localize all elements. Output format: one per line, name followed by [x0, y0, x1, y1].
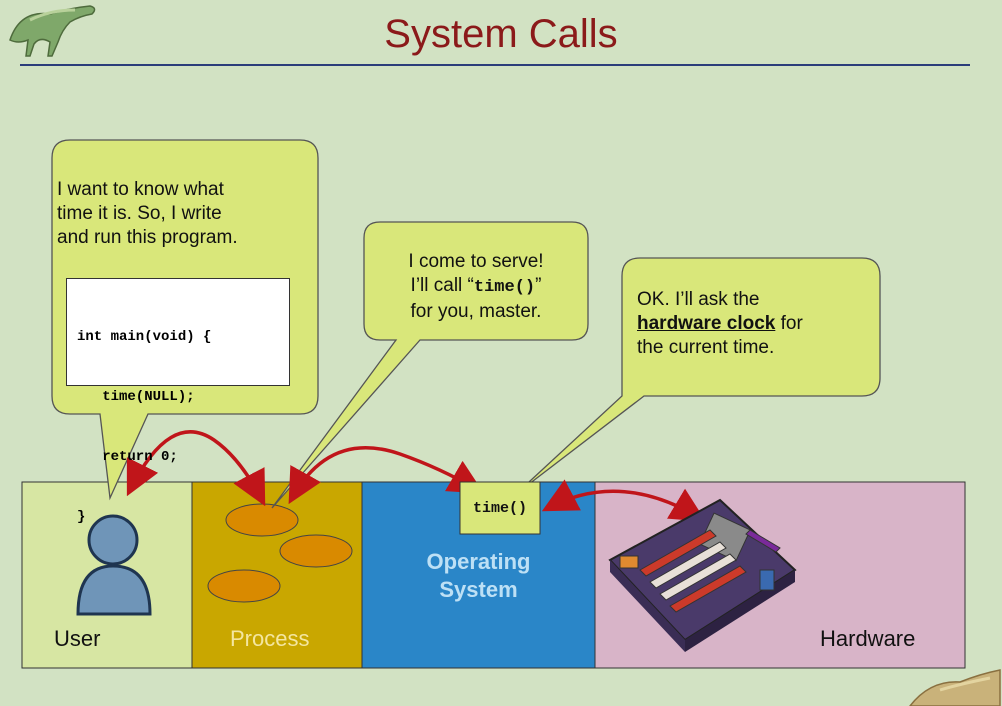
os-bubble-text: OK. I’ll ask the hardware clock for the …: [637, 288, 873, 360]
hardware-clock-emphasis: hardware clock: [637, 313, 776, 334]
process-bubble-text-prefix: I’ll call “: [410, 275, 474, 296]
dinosaur-icon: [9, 5, 96, 57]
arrow-process-os: [288, 446, 485, 505]
hardware-band-label: Hardware: [820, 626, 916, 651]
code-snippet: int main(void) { time(NULL); return 0; }: [66, 278, 290, 525]
os-bubble-line: the current time.: [637, 337, 775, 358]
process-ellipse: [207, 569, 281, 603]
process-bubble-text-suffix: ”: [535, 275, 542, 296]
motherboard-icon: [608, 498, 797, 652]
code-line: return 0;: [77, 449, 178, 465]
slide-title: System Calls: [384, 12, 618, 56]
code-line: }: [77, 509, 86, 525]
code-line: time(NULL);: [77, 389, 195, 405]
process-bubble-text: I come to serve! I’ll call “time()” for …: [364, 250, 588, 324]
arrow-user-process: [126, 430, 266, 507]
arrow-os-hardware: [541, 479, 707, 522]
os-band-label-line: System: [439, 577, 518, 602]
time-call-label: time(): [472, 500, 527, 517]
os-bubble-line: OK. I’ll ask the: [637, 289, 760, 310]
os-band-label-line: Operating: [426, 549, 531, 574]
user-bubble-line: and run this program.: [57, 227, 238, 248]
process-bubble-line: I come to serve!: [408, 251, 544, 272]
time-call-box: [459, 481, 541, 535]
os-bubble-line: hardware clock for: [637, 312, 873, 336]
os-speech-bubble: [515, 257, 881, 495]
user-bubble-text: I want to know what time it is. So, I wr…: [57, 178, 307, 250]
os-bubble-text-suffix: for: [775, 313, 803, 334]
user-person-icon: [76, 514, 152, 616]
os-band-label: Operating System: [362, 548, 595, 604]
time-function-code: time(): [473, 278, 536, 297]
dinosaur-icon: [909, 669, 1001, 706]
process-bubble-line: I’ll call “time()”: [364, 274, 588, 300]
title-divider: [20, 64, 970, 66]
user-band-label: User: [54, 626, 101, 651]
process-speech-bubble: [271, 221, 589, 509]
user-bubble-line: time it is. So, I write: [57, 203, 222, 224]
process-ellipse: [279, 534, 353, 568]
process-band-label: Process: [230, 626, 310, 651]
process-bubble-line: for you, master.: [410, 301, 542, 322]
user-bubble-line: I want to know what: [57, 179, 224, 200]
code-line: int main(void) {: [77, 329, 212, 345]
